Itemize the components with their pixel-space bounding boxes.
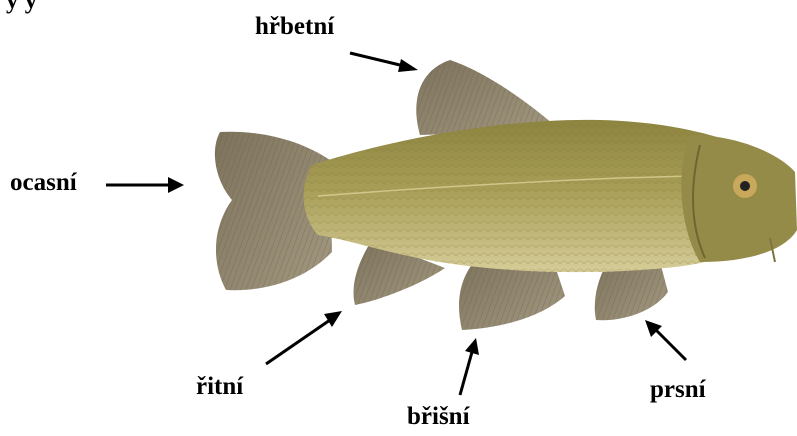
label-pectoral-fin: prsní bbox=[650, 377, 706, 402]
arrow-anal bbox=[266, 311, 342, 364]
label-anal-fin: řitní bbox=[196, 374, 243, 399]
arrow-caudal bbox=[106, 177, 184, 193]
fish-head bbox=[681, 135, 797, 262]
arrow-pelvic bbox=[460, 338, 479, 395]
label-pelvic-fin: břišní bbox=[407, 404, 470, 429]
label-caudal-fin: ocasní bbox=[10, 170, 77, 195]
arrow-pectoral bbox=[645, 320, 686, 360]
label-dorsal-fin: hřbetní bbox=[255, 14, 334, 39]
arrow-dorsal bbox=[350, 53, 418, 72]
